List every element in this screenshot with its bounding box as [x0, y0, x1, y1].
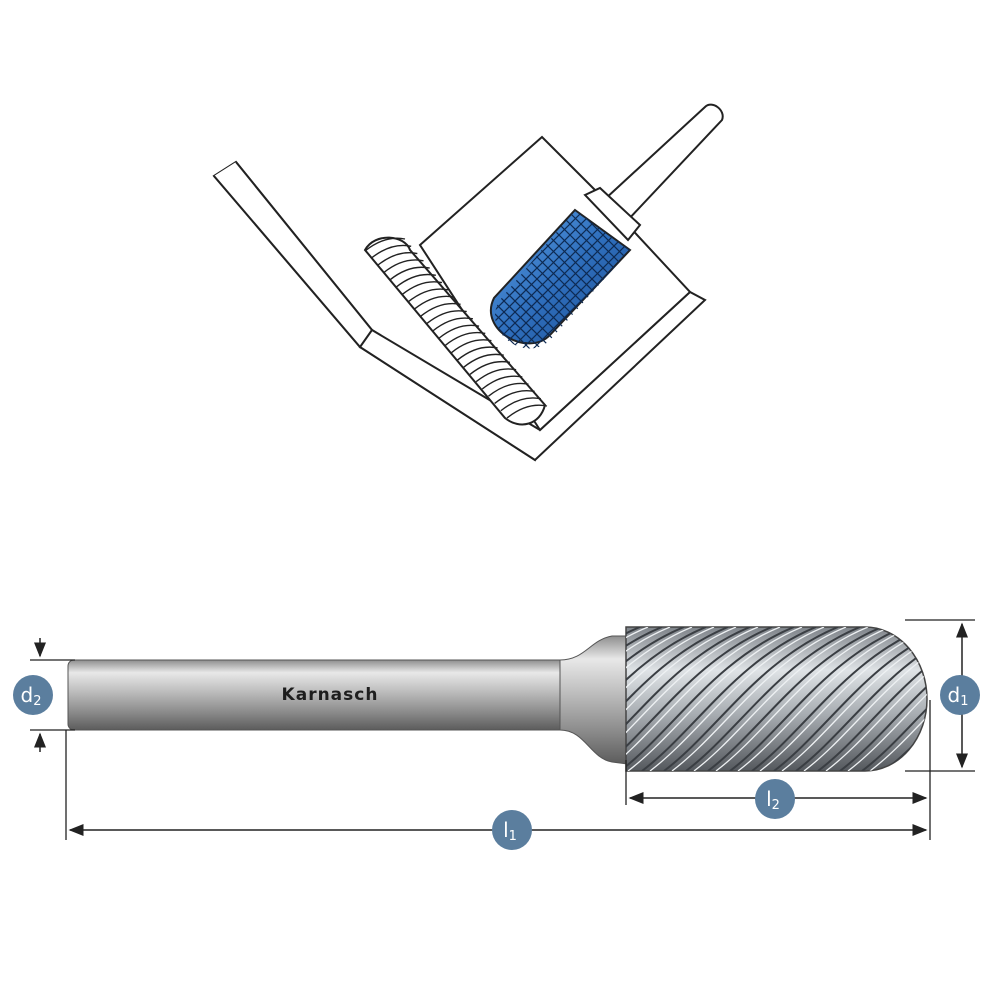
flute-highlight	[626, 627, 737, 771]
weld-ripple	[450, 339, 492, 354]
flute-line	[729, 627, 905, 771]
weld-ripple	[494, 390, 535, 405]
flute-highlight	[869, 627, 927, 771]
weld-ripple	[488, 382, 529, 397]
hatch-line	[495, 210, 617, 349]
flute-highlight	[715, 627, 891, 771]
weld-ripple	[432, 317, 474, 332]
badge-l2: l2	[755, 779, 795, 819]
flute-line	[707, 627, 883, 771]
flute-line	[663, 627, 839, 771]
flute-highlight	[803, 627, 927, 771]
flute-highlight	[693, 627, 869, 771]
flute-highlight	[626, 627, 693, 771]
flute-line	[795, 627, 927, 771]
svg-text:d1: d1	[948, 683, 969, 709]
weld-ripple	[395, 273, 437, 288]
flute-line	[861, 627, 927, 771]
flute-highlight	[737, 627, 913, 771]
flute-highlight	[626, 627, 781, 771]
weld-ripple	[438, 324, 480, 339]
hatch-line	[501, 210, 630, 349]
hatch-line	[556, 210, 630, 349]
flute-line	[626, 627, 685, 771]
flute-line	[626, 627, 751, 771]
hatch-line	[689, 200, 869, 380]
weld-ripple	[413, 295, 455, 310]
flute-highlight	[671, 627, 847, 771]
hatch-line	[667, 200, 847, 380]
flute-highlight	[626, 627, 715, 771]
weld-seam	[363, 236, 548, 426]
flute-line	[626, 627, 795, 771]
weld-ripple	[370, 244, 412, 259]
weld-ripple	[481, 375, 523, 390]
weld-ripple	[426, 310, 467, 325]
weld-ripple	[469, 360, 511, 375]
hatch-line	[700, 200, 880, 380]
flute-highlight	[626, 627, 671, 771]
weld-ripple	[364, 237, 406, 252]
brand-logo: Karnasch	[282, 685, 379, 705]
hatch-line	[495, 210, 606, 349]
hatch-line	[495, 210, 628, 349]
weld-ripple	[457, 346, 498, 361]
flute-line	[751, 627, 927, 771]
weld-ripple	[407, 288, 449, 303]
weld-ripple	[463, 353, 504, 368]
badge-d2: d2	[13, 675, 53, 715]
weld-ripple	[444, 331, 486, 346]
hatch-line	[711, 200, 891, 380]
burr-neck	[559, 635, 629, 765]
illustration-shank	[602, 103, 724, 224]
flute-highlight	[627, 627, 803, 771]
weld-ripple	[500, 397, 541, 412]
flute-highlight	[649, 627, 825, 771]
flute-line	[626, 627, 663, 771]
badge-l1: l1	[492, 810, 532, 850]
weld-ripple	[401, 281, 443, 296]
hatch-line	[678, 200, 858, 380]
svg-text:l2: l2	[766, 787, 780, 813]
flute-line	[883, 627, 927, 771]
application-illustration	[212, 103, 891, 462]
hatch-line	[567, 210, 630, 349]
weld-ripple	[475, 368, 517, 383]
hatch-line	[667, 200, 847, 380]
flute-line	[839, 627, 927, 771]
weld-ripple	[376, 252, 418, 267]
flute-highlight	[825, 627, 927, 771]
flute-highlight	[781, 627, 927, 771]
svg-text:l1: l1	[503, 818, 517, 844]
weld-ripple	[506, 404, 548, 419]
hatch-line	[711, 200, 891, 380]
hatch-line	[495, 210, 630, 349]
extension-lines	[30, 619, 975, 840]
badge-d1: d1	[940, 675, 980, 715]
flute-line	[817, 627, 927, 771]
weld-ripple	[383, 259, 424, 274]
weld-ripple	[420, 302, 461, 317]
hatch-line	[495, 210, 630, 349]
flute-line	[626, 627, 729, 771]
hatch-line	[545, 210, 630, 349]
flute-highlight	[626, 627, 759, 771]
hatch-line	[689, 200, 869, 380]
hatch-line	[678, 200, 858, 380]
flute-line	[641, 627, 817, 771]
svg-text:d2: d2	[21, 683, 42, 709]
flute-line	[626, 627, 707, 771]
hatch-line	[700, 200, 880, 380]
weld-ripple	[389, 266, 430, 281]
flute-line	[685, 627, 861, 771]
burr-technical-drawing: Karnasch d2 d1	[13, 619, 980, 850]
flute-highlight	[847, 627, 927, 771]
flute-line	[626, 627, 773, 771]
